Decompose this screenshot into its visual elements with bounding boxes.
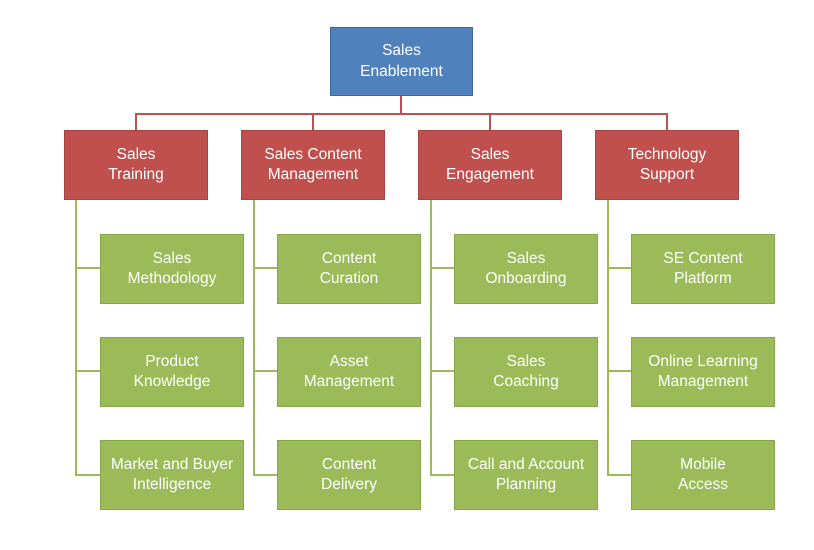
item-content-curation: Content Curation	[277, 234, 421, 304]
tick-3-3	[430, 474, 454, 476]
tick-3-1	[430, 267, 454, 269]
category-sales-content-management: Sales Content Management	[241, 130, 385, 200]
connector-cat-1	[135, 113, 137, 131]
branch-line-4	[607, 200, 609, 475]
tick-4-1	[607, 267, 631, 269]
tick-4-2	[607, 370, 631, 372]
item-market-buyer-intelligence: Market and Buyer Intelligence	[100, 440, 244, 510]
connector-cat-2	[312, 113, 314, 131]
tick-3-2	[430, 370, 454, 372]
item-sales-onboarding: Sales Onboarding	[454, 234, 598, 304]
root-label: Sales Enablement	[360, 42, 443, 80]
category-sales-training: Sales Training	[64, 130, 208, 200]
root-down-connector	[400, 96, 402, 114]
tick-1-3	[75, 474, 100, 476]
connector-cat-3	[489, 113, 491, 131]
tick-4-3	[607, 474, 631, 476]
category-technology-support: Technology Support	[595, 130, 739, 200]
root-node: Sales Enablement	[330, 27, 473, 96]
branch-line-1	[75, 200, 77, 475]
tick-1-1	[75, 267, 100, 269]
branch-line-3	[430, 200, 432, 475]
item-content-delivery: Content Delivery	[277, 440, 421, 510]
item-sales-methodology: Sales Methodology	[100, 234, 244, 304]
connector-cat-4	[666, 113, 668, 131]
item-asset-management: Asset Management	[277, 337, 421, 407]
tick-2-1	[253, 267, 277, 269]
top-horizontal-connector	[135, 113, 668, 115]
tick-1-2	[75, 370, 100, 372]
category-sales-engagement: Sales Engagement	[418, 130, 562, 200]
item-sales-coaching: Sales Coaching	[454, 337, 598, 407]
item-online-learning-management: Online Learning Management	[631, 337, 775, 407]
branch-line-2	[253, 200, 255, 475]
tick-2-3	[253, 474, 277, 476]
item-mobile-access: Mobile Access	[631, 440, 775, 510]
tick-2-2	[253, 370, 277, 372]
item-se-content-platform: SE Content Platform	[631, 234, 775, 304]
item-call-account-planning: Call and Account Planning	[454, 440, 598, 510]
item-product-knowledge: Product Knowledge	[100, 337, 244, 407]
